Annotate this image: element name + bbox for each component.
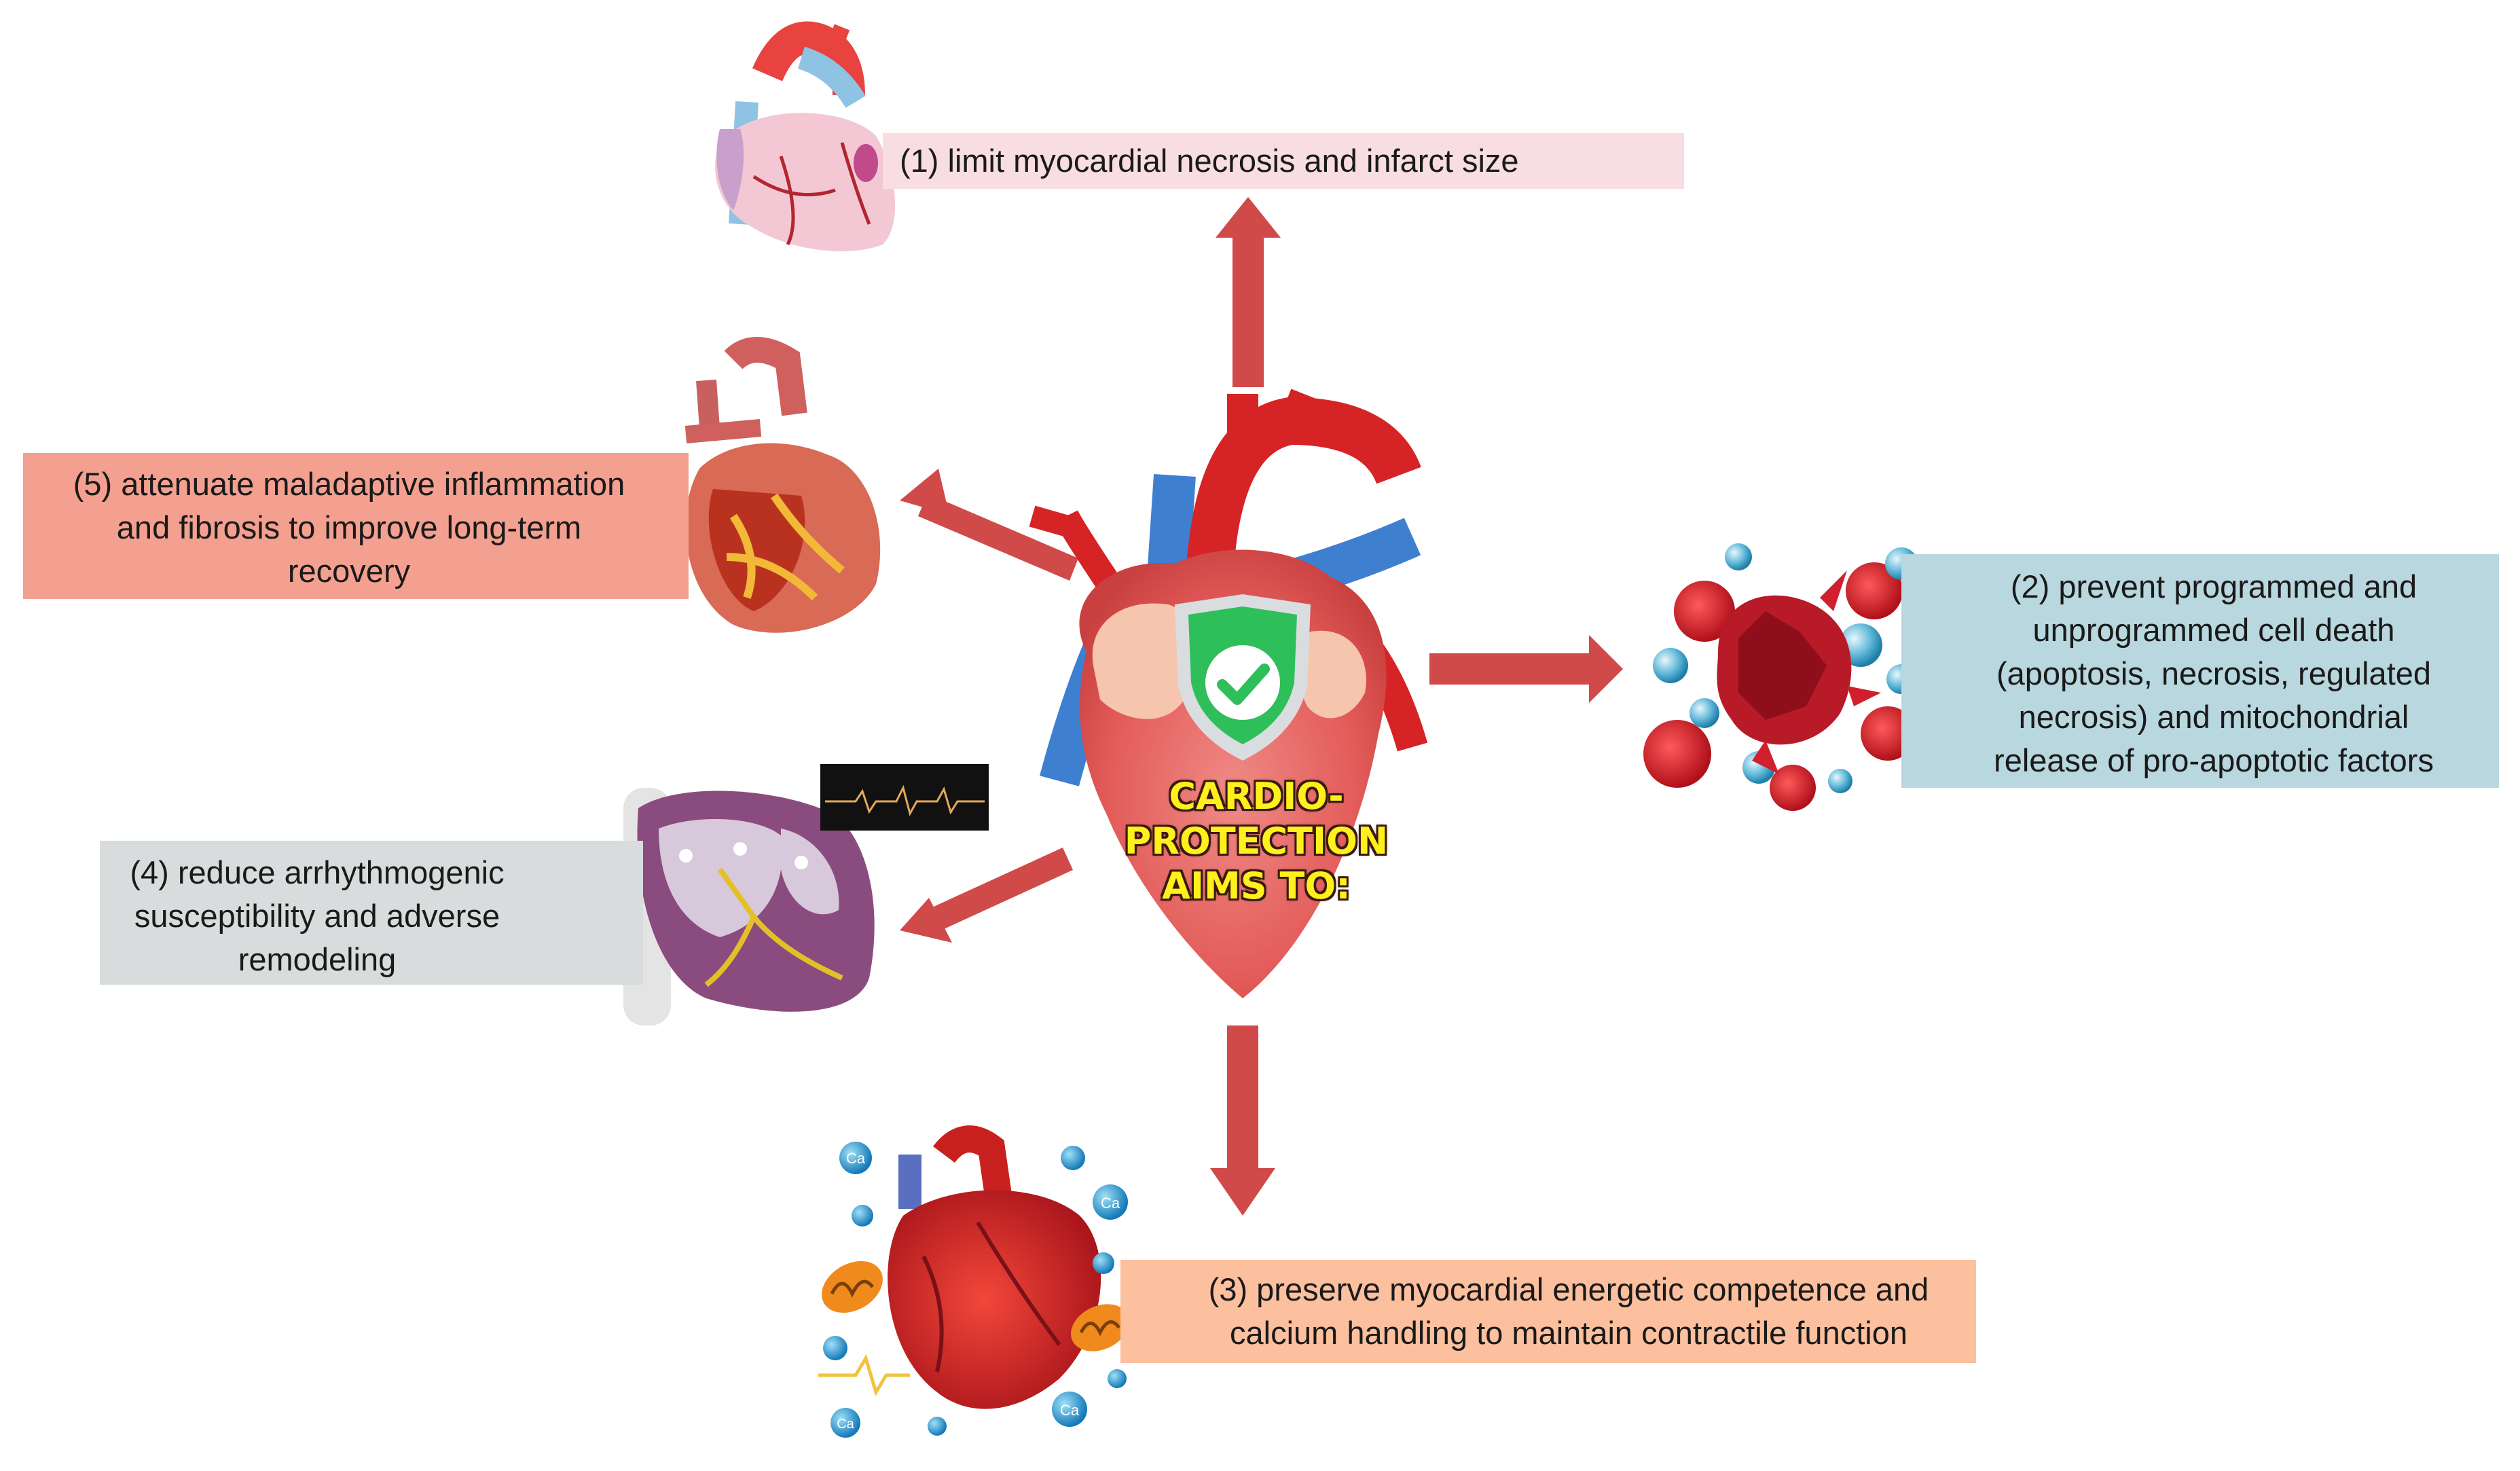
aim-4-line: (4) reduce arrhythmogenic — [130, 854, 505, 890]
anatomical-heart-icon — [715, 21, 896, 251]
aim-2-box: (2) prevent programmed and unprogrammed … — [1901, 554, 2499, 788]
cell-death-icon — [1643, 543, 1918, 811]
aim-4-box: (4) reduce arrhythmogenic susceptibility… — [100, 841, 643, 985]
calcium-ion-label: Ca — [1101, 1195, 1120, 1212]
calcium-ion-label: Ca — [837, 1417, 854, 1432]
arrow-upper-left — [900, 469, 1078, 581]
mitochondria-icon — [822, 1261, 1129, 1351]
center-title: CARDIO- PROTECTION AIMS TO: — [1120, 774, 1392, 909]
aim-2-line: unprogrammed cell death — [2032, 612, 2395, 648]
center-title-line: PROTECTION — [1124, 820, 1389, 862]
aim-4-line: susceptibility and adverse — [134, 898, 500, 934]
aim-1-box: (1) limit myocardial necrosis and infarc… — [883, 133, 1684, 189]
aim-2-line: release of pro-apoptotic factors — [1994, 742, 2434, 778]
aim-4-line: remodeling — [238, 941, 397, 977]
aim-3-box: (3) preserve myocardial energetic compet… — [1120, 1260, 1976, 1363]
heart-center-icon — [1029, 388, 1428, 998]
calcium-ion-label: Ca — [846, 1150, 866, 1167]
aim-2-line: (apoptosis, necrosis, regulated — [1996, 655, 2432, 691]
calcium-ions: Ca Ca Ca Ca — [823, 1142, 1128, 1438]
aim-5-line: (5) attenuate maladaptive inflammation — [73, 466, 625, 502]
aim-3-line: (3) preserve myocardial energetic compet… — [1208, 1271, 1929, 1307]
arrow-lower-left — [900, 848, 1073, 943]
aim-1-line: (1) limit myocardial necrosis and infarc… — [900, 143, 1519, 179]
aim-2-line: necrosis) and mitochondrial — [2018, 699, 2409, 735]
arrow-down — [1210, 1025, 1275, 1216]
inflamed-heart-icon — [684, 337, 881, 633]
aim-5-box: (5) attenuate maladaptive inflammation a… — [23, 453, 689, 599]
center-title-line: CARDIO- — [1169, 775, 1344, 818]
aim-2-line: (2) prevent programmed and — [2010, 568, 2417, 604]
arrow-right — [1429, 635, 1623, 703]
arrow-up — [1216, 197, 1281, 387]
aim-5-line: and fibrosis to improve long-term — [116, 509, 582, 545]
aim-3-line: calcium handling to maintain contractile… — [1230, 1315, 1907, 1351]
calcium-ion-label: Ca — [1060, 1402, 1080, 1419]
ecg-monitor-icon — [820, 764, 989, 831]
aim-5-line: recovery — [287, 553, 411, 589]
calcium-heart-icon — [818, 1125, 1101, 1409]
center-title-line: AIMS TO: — [1162, 865, 1351, 907]
